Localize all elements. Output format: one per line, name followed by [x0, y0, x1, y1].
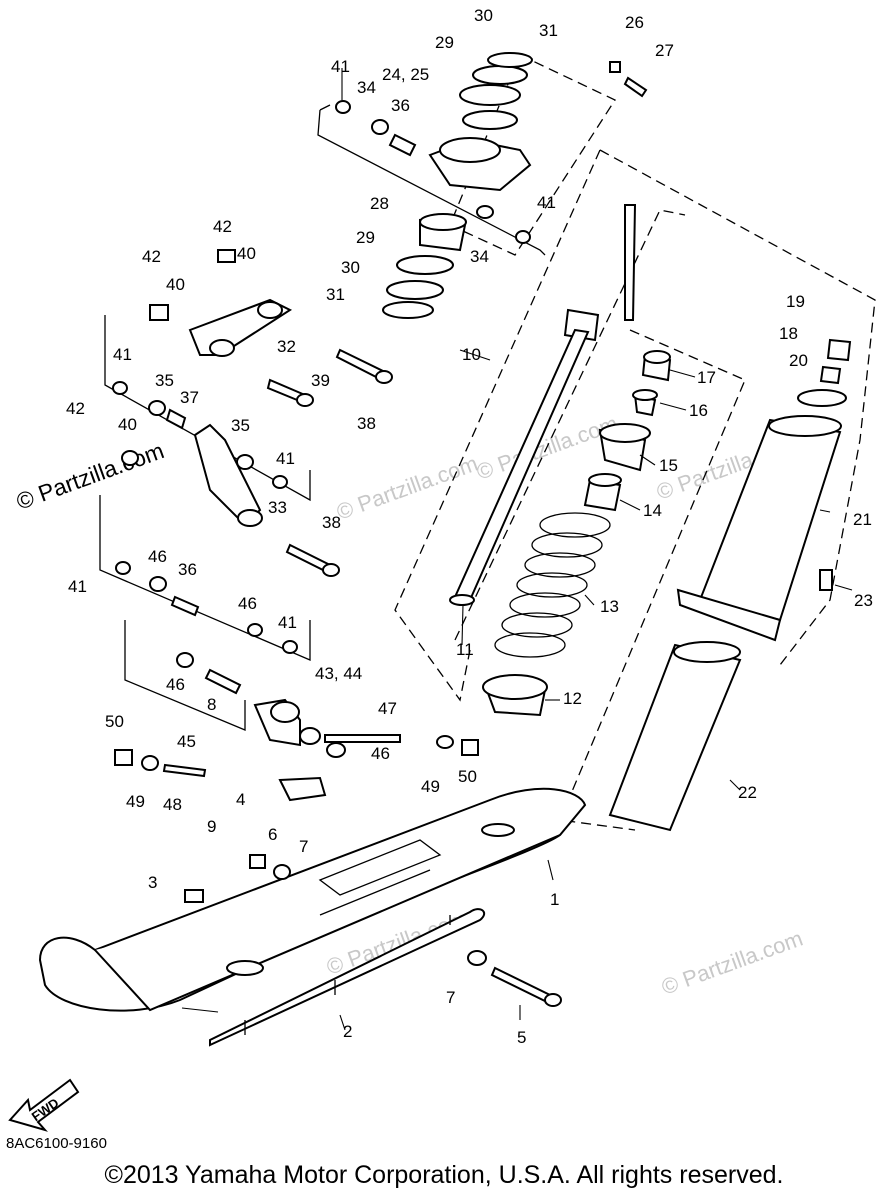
- callout-15: 15: [659, 456, 678, 475]
- callout-7b: 7: [446, 988, 455, 1007]
- callout-14: 14: [643, 501, 662, 520]
- callout-46a: 46: [148, 547, 167, 566]
- lower-washer-stack: [382, 213, 467, 319]
- callout-38a: 38: [357, 414, 376, 433]
- callout-46c: 46: [166, 675, 185, 694]
- callout-46b: 46: [238, 594, 257, 613]
- callout-23: 23: [854, 591, 873, 610]
- top-hardware: [797, 338, 852, 407]
- callout-6: 6: [268, 825, 277, 844]
- callout-2: 2: [343, 1022, 352, 1041]
- diagram-code: 8AC6100-9160: [6, 1135, 107, 1152]
- callout-41d: 41: [276, 449, 295, 468]
- callout-12: 12: [563, 689, 582, 708]
- callout-36b: 36: [178, 560, 197, 579]
- callout-36a: 36: [391, 96, 410, 115]
- callout-35b: 35: [231, 416, 250, 435]
- callout-13: 13: [600, 597, 619, 616]
- callout-32: 32: [277, 337, 296, 356]
- callout-30b: 30: [474, 6, 493, 25]
- callout-50b: 50: [458, 767, 477, 786]
- callout-16: 16: [689, 401, 708, 420]
- leader-lines: [181, 68, 853, 1031]
- callout-5: 5: [517, 1028, 526, 1047]
- callout-26: 26: [625, 13, 644, 32]
- callout-24-25: 24, 25: [382, 65, 429, 84]
- callout-41f: 41: [278, 613, 297, 632]
- callout-22: 22: [738, 783, 757, 802]
- callout-48: 48: [163, 795, 182, 814]
- callout-50a: 50: [105, 712, 124, 731]
- callouts: 1 2 3 4 5 6 7 7 8 9 10 11 12 13 14 15 16…: [66, 6, 873, 1047]
- watermark: © Partzilla.com: [658, 926, 806, 1000]
- callout-3: 3: [148, 873, 157, 892]
- shock-absorber-rod: [449, 204, 637, 606]
- watermark: © Partzilla.com: [13, 437, 168, 514]
- callout-8: 8: [207, 695, 216, 714]
- callout-34b: 34: [470, 247, 489, 266]
- bolts: [162, 348, 562, 1007]
- coil-spring: [494, 512, 611, 658]
- callout-43-44: 43, 44: [315, 664, 362, 683]
- fwd-arrow-icon: FWD: [8, 1078, 80, 1132]
- callout-1: 1: [550, 890, 559, 909]
- callout-9: 9: [207, 817, 216, 836]
- callout-40c: 40: [118, 415, 137, 434]
- callout-4: 4: [236, 790, 245, 809]
- shock-tube: [676, 415, 842, 642]
- callout-33: 33: [268, 498, 287, 517]
- wear-bar: [209, 908, 486, 1047]
- callout-28: 28: [370, 194, 389, 213]
- callout-18: 18: [779, 324, 798, 343]
- callout-17: 17: [697, 368, 716, 387]
- callout-41a: 41: [331, 57, 350, 76]
- callout-31b: 31: [539, 21, 558, 40]
- callout-35a: 35: [155, 371, 174, 390]
- callout-39: 39: [311, 371, 330, 390]
- steering-links: [188, 298, 293, 527]
- shock-boot: [608, 641, 742, 832]
- small-hardware: [112, 61, 833, 966]
- watermark: © Partzilla.com: [333, 451, 481, 525]
- callout-40b: 40: [166, 275, 185, 294]
- callout-31a: 31: [326, 285, 345, 304]
- callout-47: 47: [378, 699, 397, 718]
- callout-21: 21: [853, 510, 872, 529]
- callout-34a: 34: [357, 78, 376, 97]
- callout-41e: 41: [68, 577, 87, 596]
- callout-11: 11: [456, 640, 474, 659]
- callout-49a: 49: [126, 792, 145, 811]
- spring-seats: [482, 350, 672, 717]
- callout-7a: 7: [299, 837, 308, 856]
- copyright-notice: ©2013 Yamaha Motor Corporation, U.S.A. A…: [104, 1161, 784, 1189]
- callout-40a: 40: [237, 244, 256, 263]
- callout-27: 27: [655, 41, 674, 60]
- callout-30a: 30: [341, 258, 360, 277]
- callout-45: 45: [177, 732, 196, 751]
- callout-42c: 42: [66, 399, 85, 418]
- spindle-bracket: [253, 698, 321, 747]
- callout-41b: 41: [537, 193, 556, 212]
- callout-10: 10: [462, 345, 481, 364]
- callout-46d: 46: [371, 744, 390, 763]
- callout-37: 37: [180, 388, 199, 407]
- ski: [38, 787, 587, 1012]
- callout-20: 20: [789, 351, 808, 370]
- callout-41c: 41: [113, 345, 132, 364]
- callout-49b: 49: [421, 777, 440, 796]
- callout-38b: 38: [322, 513, 341, 532]
- callout-29b: 29: [435, 33, 454, 52]
- upper-mount: [428, 52, 533, 192]
- callout-29a: 29: [356, 228, 375, 247]
- callout-42b: 42: [142, 247, 161, 266]
- callout-42a: 42: [213, 217, 232, 236]
- callout-19: 19: [786, 292, 805, 311]
